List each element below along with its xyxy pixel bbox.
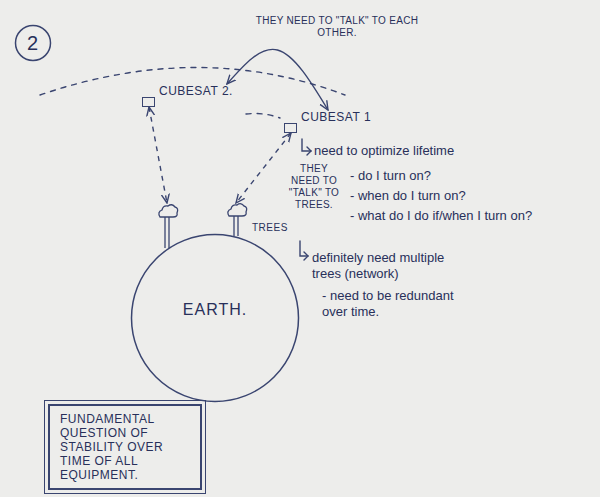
cubesat-icon: [284, 123, 297, 133]
tree-trunk: [233, 216, 234, 236]
orbit-line: [246, 114, 280, 119]
note-box: FUNDAMENTAL QUESTION OF STABILITY OVER T…: [48, 404, 202, 490]
earth-circle: EARTH.: [130, 233, 300, 403]
connector-arrow: [149, 107, 167, 203]
node-text: CUBESAT 1: [301, 110, 371, 124]
node-text: 2: [27, 32, 39, 55]
tree-icon: [159, 205, 178, 248]
node-text: CUBESAT 2.: [159, 84, 233, 98]
hook-arrow-head: [304, 252, 308, 260]
tree-icon: [228, 204, 247, 236]
node-text: TREES: [252, 222, 288, 233]
note-text: need to optimize lifetime: [314, 143, 454, 159]
tree-crown: [159, 205, 178, 217]
tree-crown: [228, 204, 247, 216]
hook-arrow-head: [307, 147, 311, 155]
trees-node: TREES: [150, 203, 290, 249]
cubesat-icon: [142, 97, 155, 107]
satellite-node: CUBESAT 2.: [142, 84, 233, 107]
connector-label: THEY NEED TO "TALK" TO EACH OTHER.: [250, 14, 424, 40]
tree-trunk: [168, 217, 169, 248]
hook-arrow: [300, 241, 308, 256]
note-text: - when do I turn on?: [350, 188, 466, 204]
note-text: definitely need multiple trees (network): [312, 250, 467, 282]
node-outline: [16, 26, 51, 61]
satellite-node: CUBESAT 1: [284, 110, 371, 133]
node-outline: [132, 235, 299, 402]
node-text: EARTH.: [183, 301, 247, 335]
tree-trunk: [164, 217, 165, 248]
connector-label: THEY NEED TO "TALK" TO TREES.: [284, 162, 344, 212]
note-text: - need to be redundant over time.: [322, 288, 462, 320]
note-text: - what do I do if/when I turn on?: [350, 208, 532, 224]
node-text: FUNDAMENTAL QUESTION OF STABILITY OVER T…: [60, 412, 190, 482]
tree-trunk: [237, 216, 238, 236]
connector-arrow: [236, 133, 291, 203]
connector-arrow: [227, 49, 328, 110]
note-text: - do I turn on?: [350, 168, 431, 184]
circled-number: 2: [14, 24, 52, 62]
